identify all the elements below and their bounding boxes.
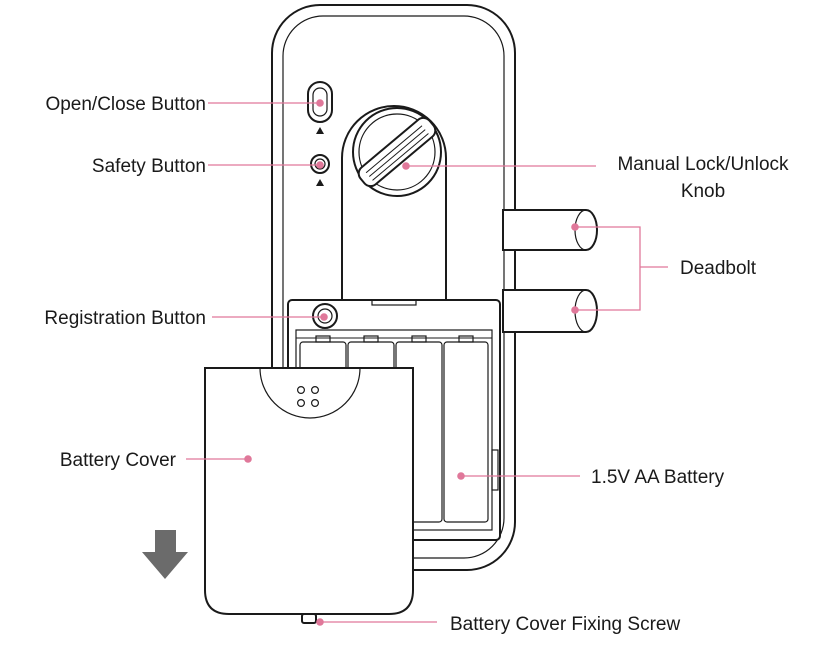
label-manual-knob: Manual Lock/Unlock xyxy=(617,154,789,175)
label-deadbolt: Deadbolt xyxy=(680,258,757,279)
label-fixing-screw: Battery Cover Fixing Screw xyxy=(450,614,680,635)
deadbolt-upper xyxy=(502,209,598,251)
battery-cover[interactable] xyxy=(204,367,414,615)
battery-cell-4 xyxy=(443,335,489,523)
labels: Open/Close Button Safety Button Registra… xyxy=(44,94,789,635)
label-battery: 1.5V AA Battery xyxy=(591,467,725,488)
down-arrow-icon xyxy=(142,530,188,579)
triangle-up-icon xyxy=(316,179,324,186)
label-manual-knob-2: Knob xyxy=(681,181,725,202)
label-safety: Safety Button xyxy=(92,156,206,177)
label-registration: Registration Button xyxy=(44,308,206,329)
leader-lines xyxy=(186,99,668,626)
triangle-up-icon xyxy=(316,127,324,134)
manual-knob xyxy=(352,107,442,197)
safety-button[interactable] xyxy=(310,154,330,186)
deadbolt-lower xyxy=(502,289,598,333)
fixing-screw xyxy=(301,613,317,624)
label-battery-cover: Battery Cover xyxy=(60,450,177,471)
label-open-close: Open/Close Button xyxy=(45,94,206,115)
